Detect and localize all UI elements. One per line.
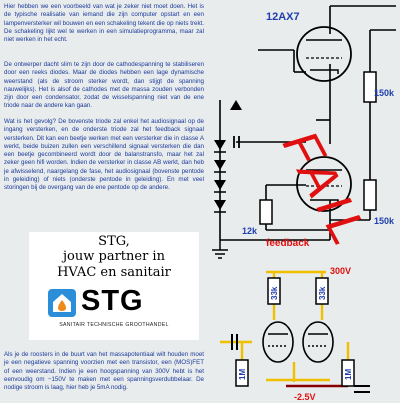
bias-circuit-schematic: 300V 33k 33k 1M 1M -2.5V bbox=[220, 266, 370, 402]
bias-voltage-label: -2.5V bbox=[294, 392, 316, 402]
resistor-33k-b-icon bbox=[315, 277, 329, 305]
coupling-capacitor-icon bbox=[231, 334, 238, 350]
ground-icon bbox=[212, 240, 228, 259]
resistor-left-value: 12k bbox=[242, 226, 258, 236]
ad-tagline: SANITAIR TECHNISCHE GROOTHANDEL bbox=[59, 322, 169, 328]
feedback-label: feedback bbox=[266, 238, 310, 249]
bias-capacitor-icon bbox=[354, 385, 370, 393]
resistor-1m-b-icon bbox=[341, 359, 355, 387]
tube-type-label: 12AX7 bbox=[266, 11, 300, 23]
resistor-33k-a-value: 33k bbox=[270, 286, 279, 300]
capacitor-icon bbox=[233, 136, 240, 148]
resistor-left-icon bbox=[259, 199, 273, 225]
fail-circuit-schematic: 12AX7 150k 150k 12k feedback FAIL bbox=[212, 5, 396, 259]
supply-voltage-label: 300V bbox=[330, 266, 351, 276]
resistor-33k-b-value: 33k bbox=[318, 286, 327, 300]
resistor-1m-b-value: 1M bbox=[344, 369, 353, 380]
ad-headline-line-1: STG, bbox=[98, 234, 130, 249]
resistor-lower-value: 150k bbox=[374, 216, 395, 226]
article-paragraph-4: Als je de roosters in de buurt van het m… bbox=[4, 351, 204, 392]
brand-logo-icon bbox=[48, 289, 76, 317]
resistor-33k-a-icon bbox=[267, 277, 281, 305]
advertisement-banner[interactable]: STG, jouw partner in HVAC en sanitair ST… bbox=[29, 232, 199, 340]
ad-brand-name: STG bbox=[81, 285, 144, 317]
ad-headline-line-2: jouw partner in bbox=[63, 249, 165, 264]
article-paragraph-2: De ontwerper dacht slim te zijn door de … bbox=[4, 61, 204, 110]
resistor-upper-icon bbox=[363, 71, 377, 103]
resistor-upper-value: 150k bbox=[374, 88, 395, 98]
lower-tube-icon bbox=[296, 156, 352, 212]
article-paragraph-1: Hier hebben we een voorbeeld van wat je … bbox=[4, 3, 204, 44]
upper-tube-icon bbox=[296, 26, 352, 82]
article-paragraph-3: Wat is het gevolg? De bovenste triode za… bbox=[4, 118, 204, 192]
tube-a-icon bbox=[262, 321, 294, 363]
ad-headline-line-3: HVAC en sanitair bbox=[57, 265, 171, 280]
resistor-1m-a-icon bbox=[235, 359, 249, 387]
resistor-1m-a-value: 1M bbox=[238, 369, 247, 380]
tube-b-icon bbox=[302, 321, 334, 363]
resistor-lower-icon bbox=[363, 179, 377, 211]
diode-stack-icon bbox=[214, 100, 242, 213]
